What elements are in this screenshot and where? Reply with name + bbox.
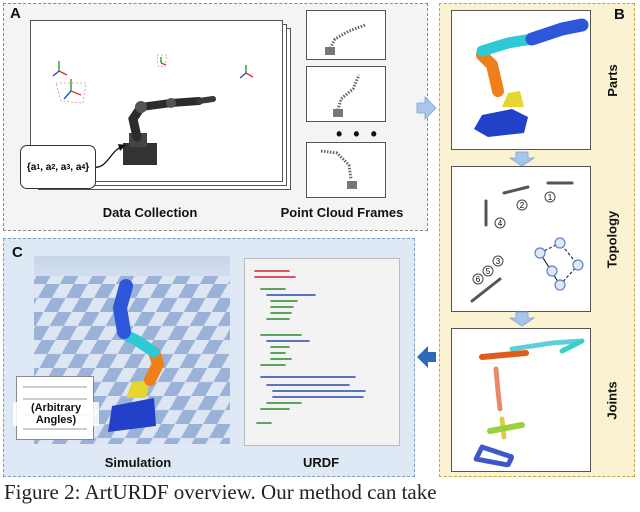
topology-link	[502, 185, 530, 195]
simulated-robot	[108, 279, 165, 432]
topology-graph-node	[572, 259, 584, 271]
step-parts: Parts	[451, 10, 625, 150]
topology-graph-node	[554, 237, 566, 249]
step-topology: 1 2 3 4 5 6 Topology	[451, 166, 625, 312]
flow-arrows	[416, 96, 536, 368]
point-cloud-frame-n	[306, 142, 386, 198]
topology-graph-illustration: 1 2 3 4 5 6	[470, 181, 584, 303]
robot-scene-illustration	[52, 54, 254, 165]
topology-graph-node	[546, 265, 558, 277]
urdf-code-illustration	[254, 270, 366, 424]
topology-graph-node	[534, 247, 546, 259]
step-joints: Joints	[451, 328, 625, 472]
topology-node: 6	[476, 275, 481, 284]
urdf-code-view	[244, 258, 400, 446]
ellipsis: • • •	[336, 124, 380, 144]
arrow-b-to-c	[417, 346, 436, 368]
arrow-parts-to-topology	[508, 151, 536, 167]
arrow-topology-to-joints	[508, 311, 536, 327]
topology-node: 4	[498, 219, 503, 228]
panel-c-label: C	[12, 244, 23, 261]
panel-b-label: B	[614, 6, 625, 23]
topology-graph-node	[554, 279, 566, 291]
topology-node: 1	[548, 193, 553, 202]
parts-segmentation-view	[451, 10, 591, 150]
figure-caption: Figure 2: ArtURDF overview. Our method c…	[4, 480, 437, 504]
caption-data-collection: Data Collection	[102, 205, 198, 220]
arrow-a-to-b	[416, 96, 437, 120]
data-collection-frame	[30, 20, 283, 182]
caption-point-cloud-frames: Point Cloud Frames	[280, 205, 404, 220]
topology-link	[470, 277, 502, 303]
caption-urdf: URDF	[302, 455, 340, 470]
point-cloud-frame-2	[306, 66, 386, 122]
joints-estimation-illustration	[472, 338, 585, 468]
simulation-render	[34, 256, 230, 444]
joints-estimation-view	[451, 328, 591, 472]
parts-segmentation-illustration	[474, 18, 589, 137]
coordinate-frame-marker	[52, 57, 254, 100]
robot-arm-illustration	[123, 96, 216, 165]
topology-graph-view: 1 2 3 4 5 6	[451, 166, 591, 312]
topology-node: 5	[486, 267, 491, 276]
simulation-view	[34, 256, 230, 444]
topology-node: 2	[520, 201, 525, 210]
caption-simulation: Simulation	[104, 455, 172, 470]
panel-a-label: A	[10, 5, 21, 22]
topology-node: 3	[496, 257, 501, 266]
arbitrary-angles-label: (Arbitrary Angles)	[13, 402, 99, 426]
point-cloud-frame-1	[306, 10, 386, 60]
